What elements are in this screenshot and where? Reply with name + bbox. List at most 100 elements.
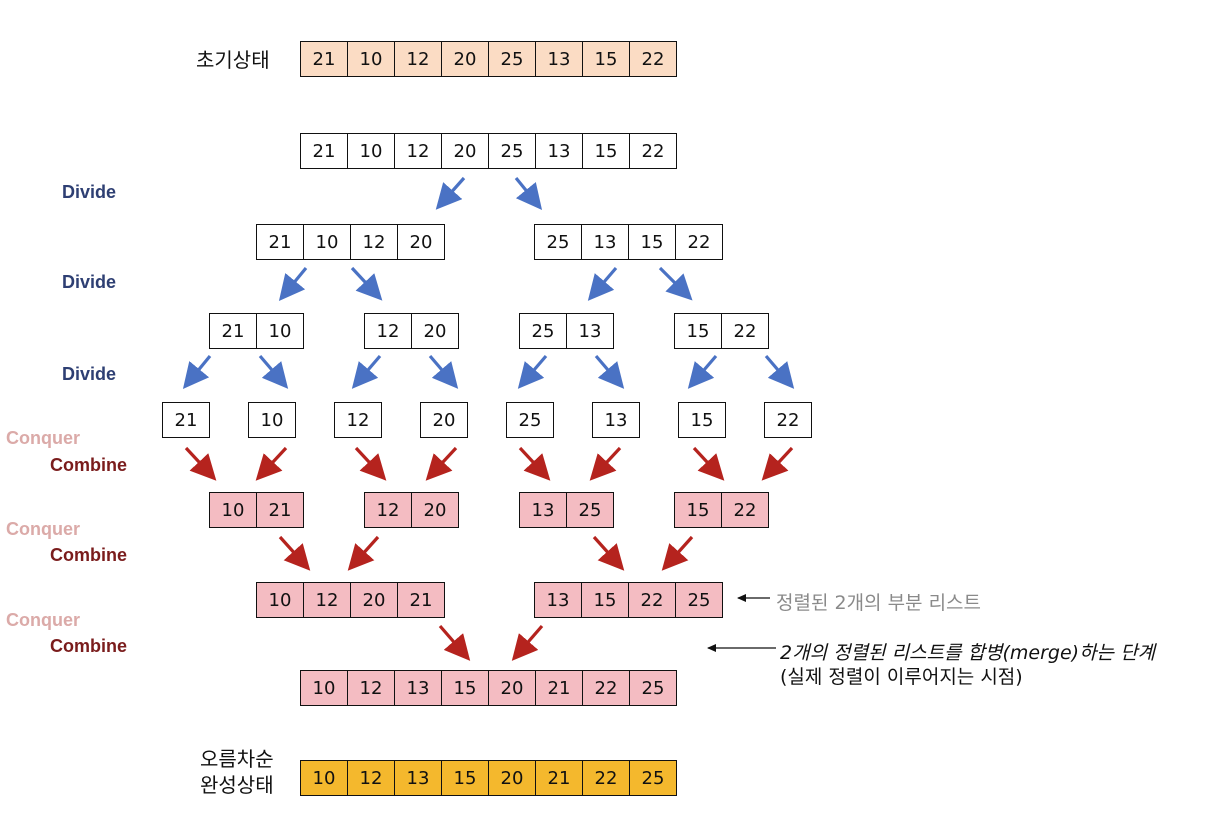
array-cell: 25 xyxy=(520,313,567,349)
array-cell: 21 xyxy=(301,41,348,77)
array-cell: 22 xyxy=(583,760,630,796)
divide-arrow xyxy=(278,266,308,301)
divide-arrow xyxy=(658,266,693,301)
array-cell: 15 xyxy=(675,492,722,528)
divide-arrows xyxy=(182,176,795,389)
array-cell: 12 xyxy=(348,760,395,796)
final-state-label-line1: 오름차순 xyxy=(200,747,274,771)
array-cell: 20 xyxy=(442,41,489,77)
initial-state-label: 초기상태 xyxy=(196,48,270,72)
single-21: 21 xyxy=(162,402,210,438)
array-cell: 21 xyxy=(536,760,583,796)
combine-label-2: Combine xyxy=(50,545,128,565)
array-cell: 22 xyxy=(630,133,677,169)
array-cell: 13 xyxy=(520,492,567,528)
array-cell: 22 xyxy=(765,402,812,438)
array-cell: 15 xyxy=(442,670,489,706)
single-25: 25 xyxy=(506,402,554,438)
conquer-label-3: Conquer xyxy=(6,610,80,630)
combine-arrow xyxy=(511,624,544,661)
array-cell: 22 xyxy=(722,313,769,349)
combine-arrow xyxy=(438,624,471,661)
single-10: 10 xyxy=(248,402,296,438)
combine-label-1: Combine xyxy=(50,455,128,475)
array-cell: 25 xyxy=(507,402,554,438)
array-cell: 12 xyxy=(348,670,395,706)
array-cell: 12 xyxy=(335,402,382,438)
divide-arrow xyxy=(687,354,718,389)
single-15: 15 xyxy=(678,402,726,438)
divide-arrow xyxy=(258,354,289,389)
merge-step-subnote: (실제 정렬이 이루어지는 시점) xyxy=(780,666,1023,688)
array-cell: 10 xyxy=(257,582,304,618)
divide-arrow xyxy=(594,354,625,389)
array-cell: 22 xyxy=(583,670,630,706)
array-cell: 13 xyxy=(536,41,583,77)
divide-arrow xyxy=(350,266,383,301)
array-cell: 20 xyxy=(398,224,445,260)
array-cell: 15 xyxy=(675,313,722,349)
sublists-note: 정렬된 2개의 부분 리스트 xyxy=(776,592,982,614)
combine-arrow xyxy=(592,535,625,571)
array-cell: 21 xyxy=(163,402,210,438)
array-cell: 15 xyxy=(583,41,630,77)
array-cell: 21 xyxy=(398,582,445,618)
array-cell: 20 xyxy=(351,582,398,618)
array-cell: 20 xyxy=(489,670,536,706)
array-cell: 10 xyxy=(301,760,348,796)
array-cell: 15 xyxy=(679,402,726,438)
final-state-label-line2: 완성상태 xyxy=(200,773,274,797)
array-cell: 25 xyxy=(676,582,723,618)
combine-arrow xyxy=(278,535,311,571)
divide-arrow xyxy=(182,354,212,389)
array-cell: 12 xyxy=(365,313,412,349)
array-cell: 22 xyxy=(629,582,676,618)
array-cell: 15 xyxy=(629,224,676,260)
array-cell: 10 xyxy=(304,224,351,260)
divide-label-1: Divide xyxy=(62,182,117,202)
array-cell: 12 xyxy=(304,582,351,618)
combine-arrow xyxy=(347,535,380,571)
combine-arrow xyxy=(354,446,387,481)
combine-arrow xyxy=(184,446,217,481)
combine-label-3: Combine xyxy=(50,636,128,656)
array-cell: 21 xyxy=(536,670,583,706)
divide-arrow xyxy=(351,354,382,389)
array-cell: 10 xyxy=(210,492,257,528)
array-cell: 20 xyxy=(412,313,459,349)
array-cell: 15 xyxy=(583,133,630,169)
array-cell: 13 xyxy=(582,224,629,260)
array-cell: 22 xyxy=(722,492,769,528)
array-cell: 13 xyxy=(395,760,442,796)
array-cell: 20 xyxy=(421,402,468,438)
divide-label-3: Divide xyxy=(62,364,117,384)
array-cell: 13 xyxy=(567,313,614,349)
divide-arrow xyxy=(587,266,618,301)
array-cell: 25 xyxy=(630,670,677,706)
final-state-label: 오름차순 완성상태 xyxy=(200,746,274,798)
single-20: 20 xyxy=(420,402,468,438)
array-cell: 10 xyxy=(348,133,395,169)
combine-arrow xyxy=(255,446,288,481)
array-cell: 21 xyxy=(257,492,304,528)
array-cell: 13 xyxy=(536,133,583,169)
divide-arrow xyxy=(514,176,543,210)
array-cell: 20 xyxy=(489,760,536,796)
divide-arrow xyxy=(517,354,548,389)
array-cell: 12 xyxy=(395,41,442,77)
divide-arrow xyxy=(428,354,459,389)
array-cell: 22 xyxy=(676,224,723,260)
divide-arrow xyxy=(764,354,795,389)
array-cell: 20 xyxy=(442,133,489,169)
